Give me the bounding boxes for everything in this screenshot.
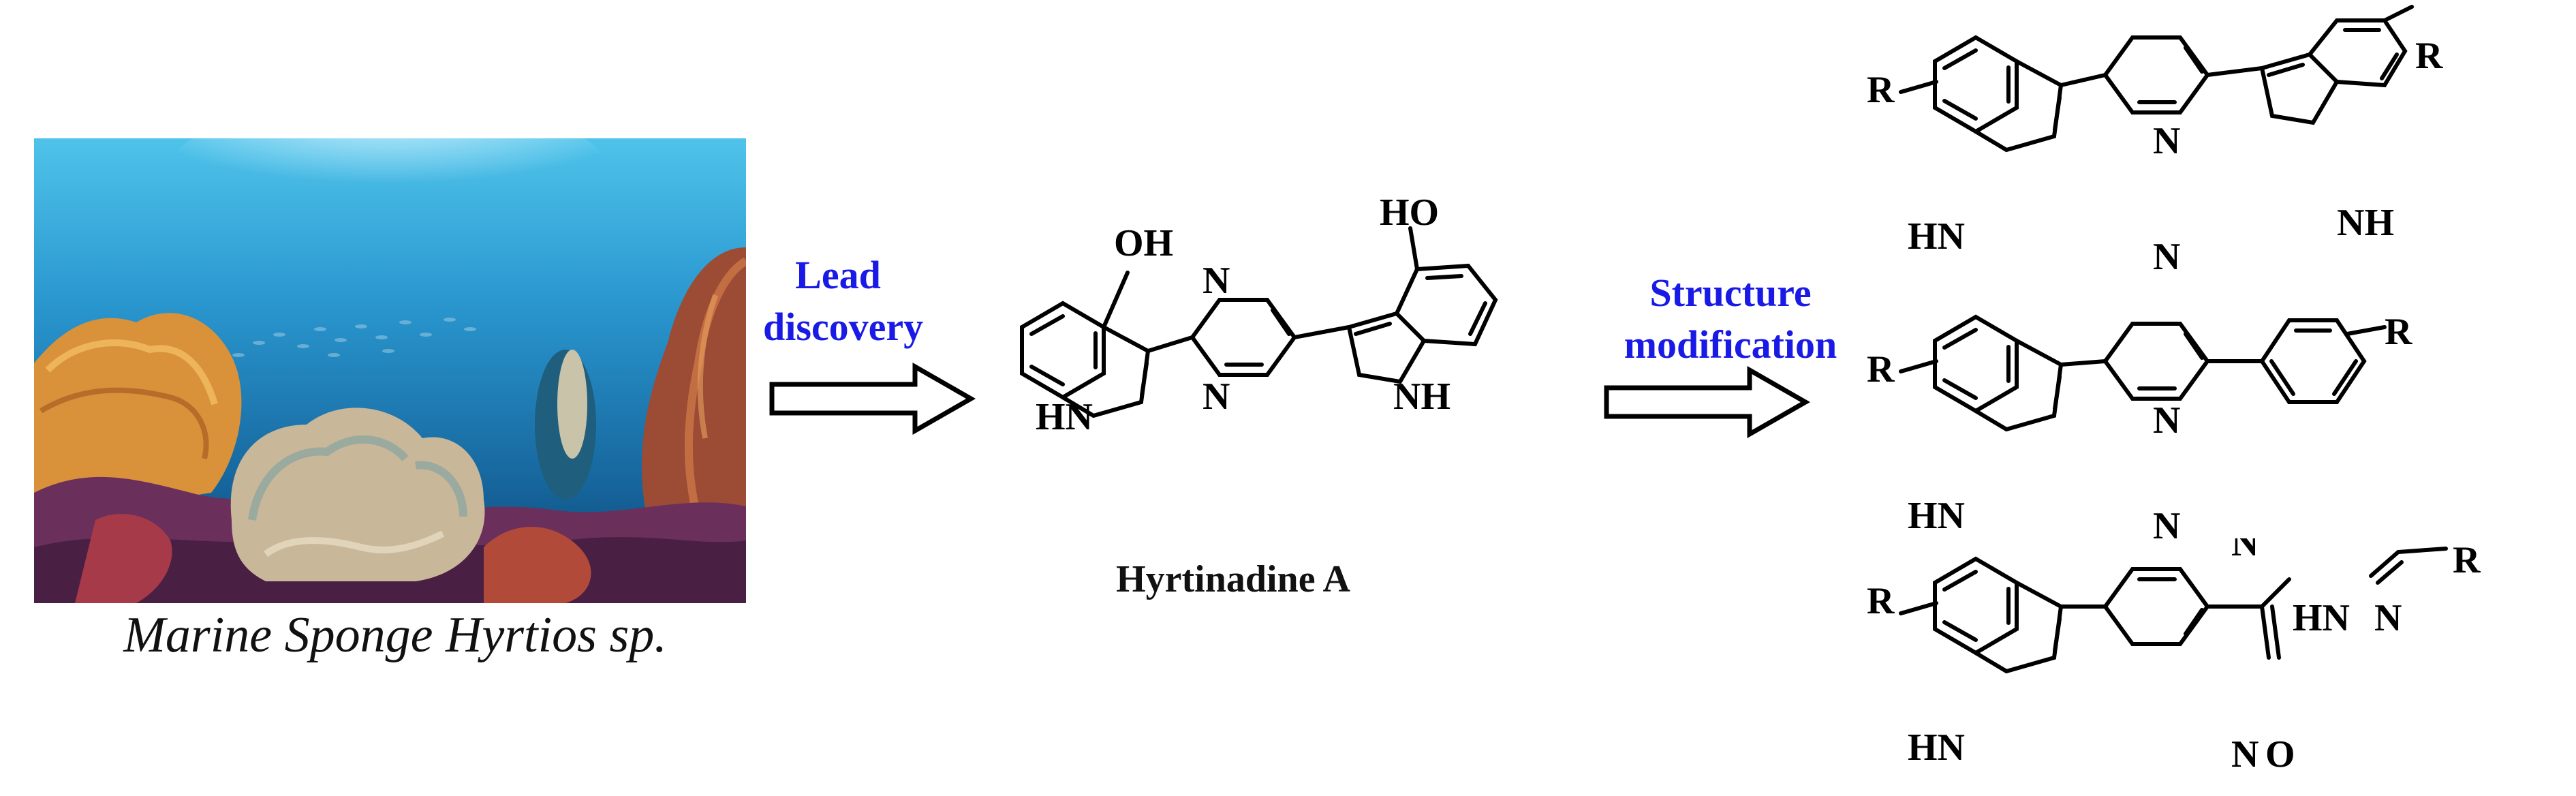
lead-n-bottom-label: N xyxy=(1202,376,1230,418)
d1-r-left-label: R xyxy=(1867,69,1895,111)
lead-compound-name: Hyrtinadine A xyxy=(1116,558,1350,600)
d1-n1-label: N xyxy=(2153,120,2180,162)
lead-discovery-arrow xyxy=(769,362,976,435)
structure-modification-label: Structure modification xyxy=(1598,267,1863,371)
d3-imine-n-label: N xyxy=(2374,597,2402,639)
d2-hn-label: HN xyxy=(1908,495,1965,537)
lead-hn-label: HN xyxy=(1036,396,1093,438)
photo-caption: Marine Sponge Hyrtios sp. xyxy=(123,607,667,663)
derivative-bis-indole: R R HN NH N N xyxy=(1867,5,2443,273)
d3-n2-label: N xyxy=(2231,733,2259,776)
structure-modification-line1: Structure xyxy=(1649,271,1812,315)
lead-ho-label: HO xyxy=(1380,198,1439,234)
d1-hn-label: HN xyxy=(1908,215,1965,258)
lead-discovery-label: Lead discovery xyxy=(763,249,924,353)
d2-r-right-label: R xyxy=(2385,311,2412,353)
d3-carbonyl-o-label: O xyxy=(2265,733,2295,776)
d1-n2-label: N xyxy=(2153,236,2180,273)
lead-oh-label: OH xyxy=(1114,222,1173,264)
d2-n1-label: N xyxy=(2153,399,2180,442)
d2-n2-label: N xyxy=(2153,505,2180,545)
d3-hn-label: HN xyxy=(1908,726,1965,769)
lead-n-top-label: N xyxy=(1202,260,1230,302)
d3-r-left-label: R xyxy=(1867,580,1895,622)
derivative-aryl: R R HN N N xyxy=(1867,311,2412,545)
derivative-hydrazone: R R HN N N HN N O xyxy=(1867,538,2481,776)
d1-nh-label: NH xyxy=(2337,202,2394,244)
lead-discovery-line1: Lead xyxy=(795,253,881,297)
lead-discovery-line2: discovery xyxy=(763,305,924,349)
d3-r-right-label: R xyxy=(2453,539,2481,581)
d2-r-left-label: R xyxy=(1867,348,1895,391)
structure-modification-line2: modification xyxy=(1624,322,1837,367)
lead-nh-label: NH xyxy=(1393,376,1450,418)
hyrtinadine-a-structure: OH HO HN NH N N xyxy=(1020,198,1498,438)
d3-n1-label: N xyxy=(2231,538,2259,564)
d3-hydrazide-hn-label: HN xyxy=(2293,597,2350,639)
marine-sponge-photo xyxy=(34,138,746,603)
d1-r-right-label: R xyxy=(2415,35,2443,77)
structure-modification-arrow xyxy=(1604,365,1811,439)
